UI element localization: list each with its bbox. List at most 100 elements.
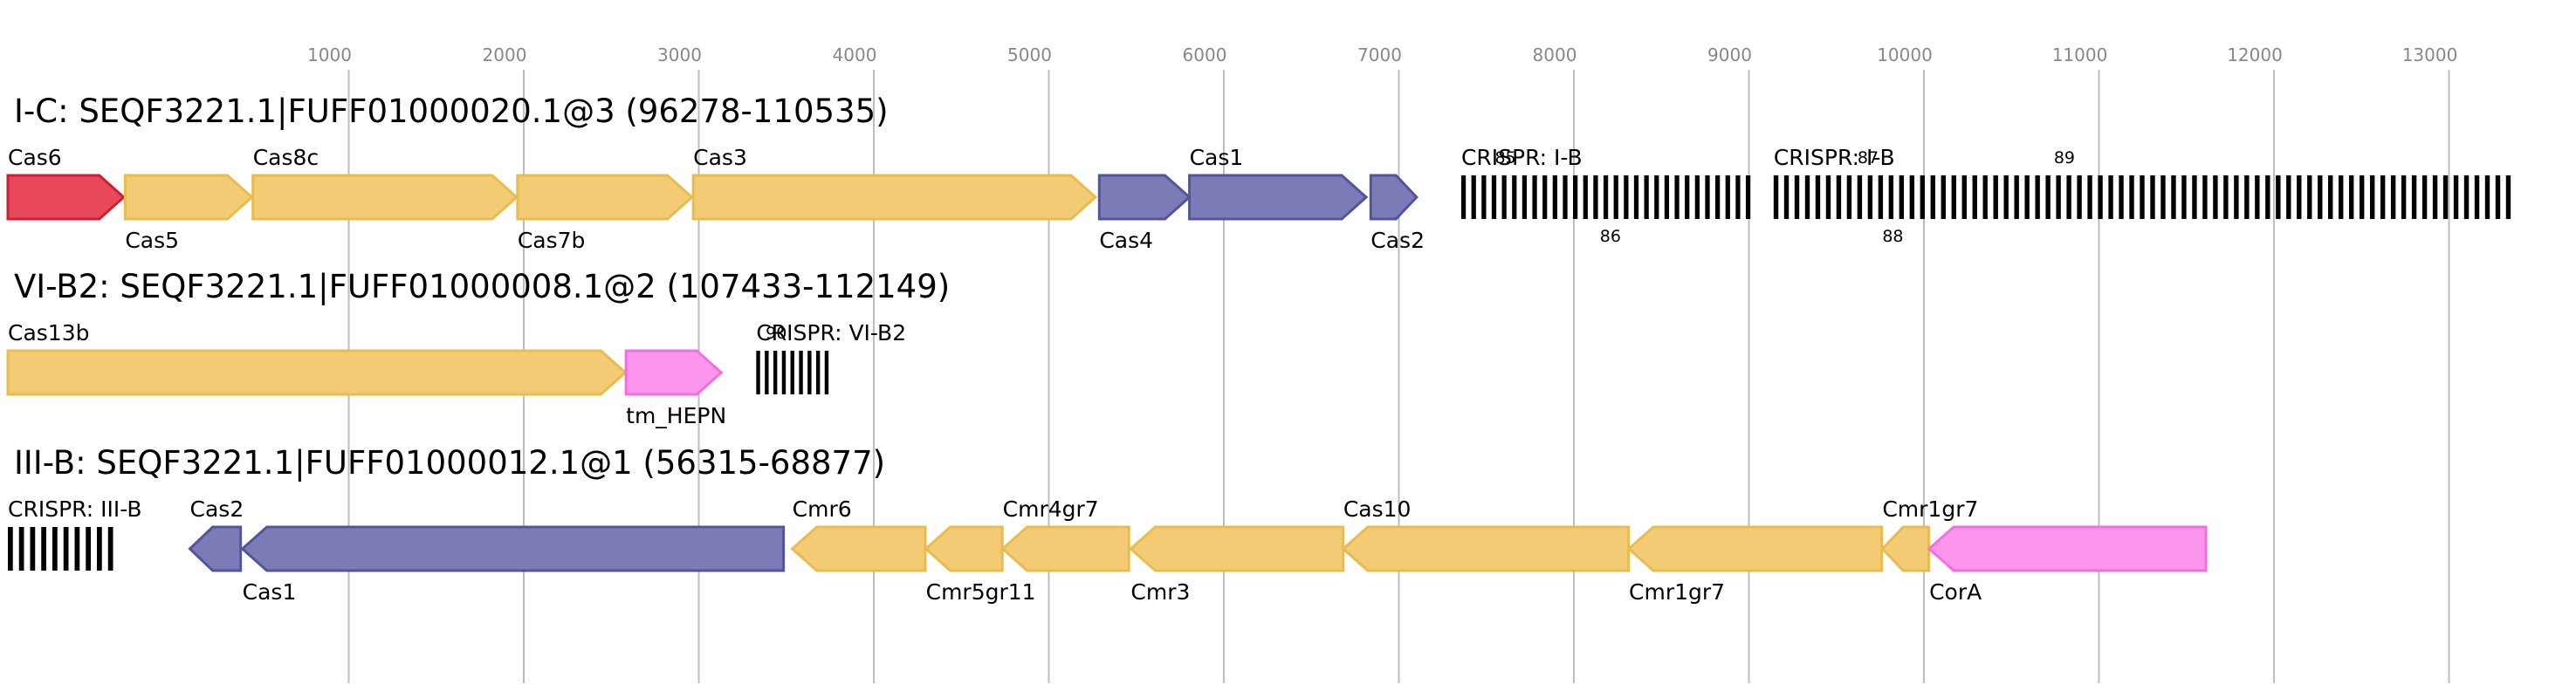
gene-arrow — [6, 174, 126, 221]
crispr-repeat — [2202, 175, 2208, 219]
gene-label: Cas3 — [693, 145, 747, 170]
axis-tick-label: 2000 — [483, 44, 527, 65]
crispr-repeat — [97, 527, 102, 571]
crispr-repeat — [2045, 175, 2050, 219]
crispr-repeat — [2265, 175, 2270, 219]
crispr-repeat — [756, 351, 760, 394]
crispr-repeat — [1501, 175, 1507, 219]
crispr-repeat — [1951, 175, 1956, 219]
crispr-repeat — [2035, 175, 2040, 219]
crispr-repeat — [2505, 175, 2511, 219]
spacer-count-label: 85 — [1494, 148, 1515, 168]
gene-arrow — [790, 525, 927, 572]
crispr-repeat — [2014, 175, 2019, 219]
gene-label: Cmr4gr7 — [1003, 496, 1099, 522]
crispr-repeat — [815, 351, 821, 394]
crispr-repeat — [8, 527, 13, 571]
track: I-C: SEQF3221.1|FUFF01000020.1@3 (96278-… — [6, 92, 2511, 253]
gene-arrow — [1000, 525, 1130, 572]
crispr-repeat — [1815, 175, 1821, 219]
gene-label: Cas7b — [518, 228, 586, 253]
crispr-repeat — [30, 527, 36, 571]
crispr-repeat — [1603, 175, 1609, 219]
crispr-repeat — [2255, 175, 2260, 219]
crispr-repeat — [2484, 175, 2490, 219]
crispr-repeat — [1888, 175, 1894, 219]
axis-tick-label: 8000 — [1533, 44, 1577, 65]
gene-label: Cas10 — [1343, 496, 1412, 522]
axis-tick-label: 3000 — [657, 44, 702, 65]
crispr-repeat — [2066, 175, 2071, 219]
gene-label: tm_HEPN — [626, 403, 726, 428]
crispr-repeat — [1867, 175, 1873, 219]
crispr-repeat — [2328, 175, 2333, 219]
crispr-repeat — [1593, 175, 1598, 219]
crispr-repeat — [2318, 175, 2323, 219]
track-title: VI-B2: SEQF3221.1|FUFF01000008.1@2 (1074… — [14, 268, 950, 305]
crispr-repeat — [52, 527, 58, 571]
crispr-repeat — [1735, 175, 1741, 219]
crispr-repeat — [1857, 175, 1863, 219]
crispr-repeat — [1982, 175, 1988, 219]
crispr-repeat — [2056, 175, 2061, 219]
crispr-repeat — [1715, 175, 1721, 219]
crispr-repeat — [41, 527, 46, 571]
axis-tick-label: 5000 — [1007, 44, 1052, 65]
axis-tick-label: 12000 — [2227, 44, 2283, 65]
gene-arrow — [691, 174, 1098, 221]
crispr-repeat — [2077, 175, 2082, 219]
gene-label: Cas13b — [8, 320, 89, 346]
crispr-repeat — [1685, 175, 1690, 219]
crispr-repeat — [1836, 175, 1842, 219]
crispr-repeat — [1725, 175, 1730, 219]
spacer-count-label: 90 — [766, 324, 787, 343]
crispr-repeat — [1930, 175, 1936, 219]
crispr-repeat — [1491, 175, 1497, 219]
crispr-repeat — [1804, 175, 1810, 219]
gene-arrow — [251, 174, 519, 221]
crispr-repeat — [1909, 175, 1915, 219]
track: VI-B2: SEQF3221.1|FUFF01000008.1@2 (1074… — [6, 268, 950, 428]
crispr-repeat — [2411, 175, 2417, 219]
crispr-repeat — [2286, 175, 2291, 219]
gene-arrow — [123, 174, 254, 221]
crispr-repeat — [2223, 175, 2229, 219]
axis-tick-label: 11000 — [2052, 44, 2108, 65]
crispr-repeat — [2421, 175, 2428, 219]
crispr-repeat — [1654, 175, 1659, 219]
crispr-repeat — [1878, 175, 1884, 219]
crispr-repeat — [2171, 175, 2176, 219]
crispr-repeat — [2453, 175, 2459, 219]
crispr-repeat — [1644, 175, 1649, 219]
tracks: I-C: SEQF3221.1|FUFF01000020.1@3 (96278-… — [6, 92, 2511, 605]
crispr-repeat — [63, 527, 69, 571]
crispr-repeat — [1522, 175, 1528, 219]
crispr-repeat — [2390, 175, 2396, 219]
crispr-repeat — [2339, 175, 2344, 219]
crispr-repeat — [2474, 175, 2480, 219]
spacer-count-label: 87 — [1858, 148, 1879, 168]
spacer-count-label: 86 — [1600, 227, 1621, 246]
crispr-repeat — [1624, 175, 1629, 219]
crispr-repeat — [2150, 175, 2155, 219]
gene-arrow — [1341, 525, 1631, 572]
crispr-repeat — [1460, 175, 1467, 219]
crispr-repeat — [2244, 175, 2250, 219]
axis-tick-label: 10000 — [1877, 44, 1933, 65]
crispr-repeat — [1573, 175, 1578, 219]
crispr-repeat — [1481, 175, 1487, 219]
crispr-repeat — [1583, 175, 1588, 219]
crispr-repeat — [1633, 175, 1639, 219]
gene-label: Cas5 — [125, 228, 179, 253]
axis-tick-label: 7000 — [1357, 44, 1402, 65]
crispr-repeat — [1961, 175, 1967, 219]
crispr-repeat — [1471, 175, 1476, 219]
gene-label: Cas2 — [1370, 228, 1425, 253]
crispr-repeat — [2234, 175, 2239, 219]
gene-arrow — [924, 525, 1004, 572]
crispr-repeat — [1532, 175, 1537, 219]
gene-label: Cas1 — [1190, 145, 1244, 170]
crispr-repeat — [807, 351, 812, 394]
crispr-repeat — [1846, 175, 1852, 219]
